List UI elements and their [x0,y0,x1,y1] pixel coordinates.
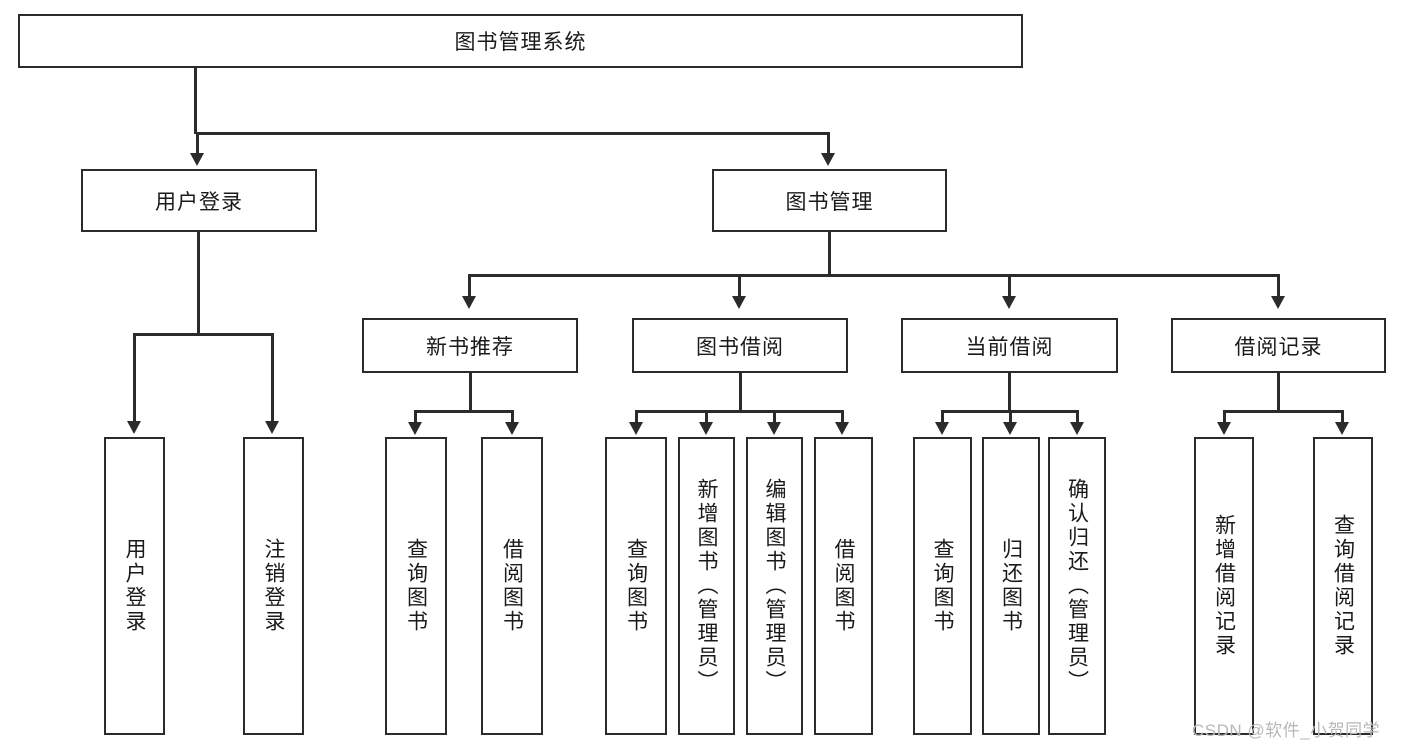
arrow-to-leaf-add-book [699,422,713,435]
arrow-to-leaf-return-book [1003,422,1017,435]
arrow-to-book-management [821,153,835,166]
node-new-book-recommend[interactable]: 新书推荐 [362,318,578,373]
node-label: 借阅记录 [1234,335,1323,359]
node-label: 新增图书（管理员） [695,478,718,694]
node-label: 图书管理系统 [454,31,587,54]
connector-root-stem [194,68,197,134]
connector-group2-stem [739,373,742,412]
arrow-to-leaf-borrow-book-2 [835,422,849,435]
arrow-to-leaf-query-book-3 [935,422,949,435]
node-user-login[interactable]: 用户登录 [81,169,317,232]
connector-group2-drop-1 [635,410,638,424]
connector-user-login-drop-1 [133,333,136,423]
csdn-watermark: CSDN @软件_小贺同学 [1192,716,1380,741]
arrow-to-leaf-user-login [127,421,141,434]
connector-group4-stem [1277,373,1280,412]
connector-group3-drop-1 [941,410,944,424]
arrow-to-leaf-logout [265,421,279,434]
node-label: 新书推荐 [426,335,514,359]
connector-level2-drop-right [827,132,830,154]
connector-level3-drop-1 [468,274,471,298]
arrow-to-leaf-edit-book [767,422,781,435]
connector-group1-stem [469,373,472,412]
node-label: 图书管理 [785,190,874,214]
connector-group2-drop-3 [773,410,776,424]
connector-group3-drop-3 [1076,410,1079,424]
connector-book-management-stem [828,232,831,276]
node-label: 确认归还（管理员） [1065,478,1089,694]
node-label: 查询图书 [404,538,428,634]
node-label: 查询图书 [931,538,954,634]
node-label: 图书借阅 [696,335,784,359]
leaf-add-borrow-record[interactable]: 新增借阅记录 [1194,437,1254,735]
leaf-logout[interactable]: 注销登录 [243,437,304,735]
node-root-system[interactable]: 图书管理系统 [18,14,1023,68]
leaf-user-login[interactable]: 用户登录 [104,437,165,735]
node-label: 归还图书 [999,538,1023,634]
leaf-add-book-admin[interactable]: 新增图书（管理员） [678,437,735,735]
node-book-management[interactable]: 图书管理 [712,169,947,232]
leaf-query-book-3[interactable]: 查询图书 [913,437,972,735]
node-label: 用户登录 [123,538,146,634]
connector-group4-drop-1 [1223,410,1226,424]
arrow-to-leaf-confirm-return [1070,422,1084,435]
node-label: 注销登录 [262,538,285,634]
arrow-to-leaf-query-book-1 [408,422,422,435]
node-current-borrow[interactable]: 当前借阅 [901,318,1118,373]
leaf-query-book-1[interactable]: 查询图书 [385,437,447,735]
arrow-to-current-borrow [1002,296,1016,309]
node-label: 用户登录 [155,190,243,214]
connector-group2-drop-2 [705,410,708,424]
leaf-borrow-book-1[interactable]: 借阅图书 [481,437,543,735]
arrow-to-leaf-query-record [1335,422,1349,435]
node-label: 借阅图书 [832,538,855,634]
connector-user-login-drop-2 [271,333,274,423]
connector-level3-bus [468,274,1280,277]
leaf-borrow-book-2[interactable]: 借阅图书 [814,437,873,735]
arrow-to-leaf-add-record [1217,422,1231,435]
node-book-borrow[interactable]: 图书借阅 [632,318,848,373]
connector-group2-drop-4 [841,410,844,424]
connector-level3-drop-3 [1008,274,1011,298]
connector-group3-stem [1008,373,1011,412]
node-borrow-records[interactable]: 借阅记录 [1171,318,1386,373]
connector-group1-bus [414,410,513,413]
connector-group3-drop-2 [1009,410,1012,424]
arrow-to-leaf-query-book-2 [629,422,643,435]
leaf-query-borrow-record[interactable]: 查询借阅记录 [1313,437,1373,735]
connector-group2-bus [635,410,843,413]
arrow-to-borrow-records [1271,296,1285,309]
leaf-return-book[interactable]: 归还图书 [982,437,1040,735]
node-label: 编辑图书（管理员） [763,478,786,694]
node-label: 新增借阅记录 [1212,514,1236,658]
connector-user-login-stem [197,232,200,335]
arrow-to-user-login [190,153,204,166]
connector-level2-bus [197,132,829,135]
arrow-to-leaf-borrow-book-1 [505,422,519,435]
node-label: 当前借阅 [965,335,1054,359]
node-label: 查询图书 [624,538,648,634]
connector-level3-drop-4 [1277,274,1280,298]
connector-group4-drop-2 [1341,410,1344,424]
leaf-confirm-return-admin[interactable]: 确认归还（管理员） [1048,437,1106,735]
leaf-edit-book-admin[interactable]: 编辑图书（管理员） [746,437,803,735]
connector-group4-bus [1223,410,1343,413]
connector-level2-drop-left [196,132,199,154]
connector-group1-drop-1 [414,410,417,424]
connector-group1-drop-2 [511,410,514,424]
watermark-text: CSDN @软件_小贺同学 [1192,721,1381,740]
node-label: 借阅图书 [500,538,524,634]
connector-user-login-bus [133,333,273,336]
leaf-query-book-2[interactable]: 查询图书 [605,437,667,735]
arrow-to-new-book-recommend [462,296,476,309]
node-label: 查询借阅记录 [1331,514,1355,658]
connector-level3-drop-2 [738,274,741,298]
arrow-to-book-borrow [732,296,746,309]
